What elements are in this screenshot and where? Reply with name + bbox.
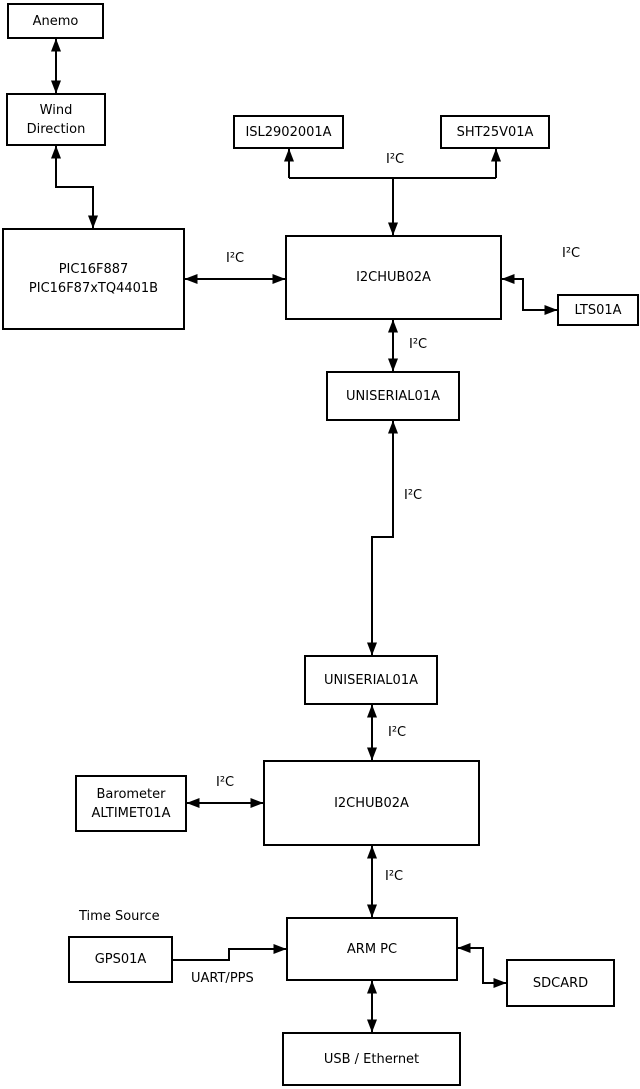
edge-uniserial1-uniserial2 <box>367 420 398 656</box>
node-arm-pc: ARM PC <box>286 917 458 981</box>
node-lts01a-label: LTS01A <box>574 302 622 318</box>
edge-label-i2c-pic-hub1: I²C <box>226 251 245 266</box>
node-uniserial01a-1-label: UNISERIAL01A <box>346 388 440 404</box>
node-anemo: Anemo <box>7 3 104 39</box>
node-lts01a: LTS01A <box>557 294 639 326</box>
edge-label-i2c-hub2-armpc: I²C <box>385 869 404 884</box>
node-pic16f887: PIC16F887 PIC16F87xTQ4401B <box>2 228 185 330</box>
edge-label-uart-pps: UART/PPS <box>191 971 254 986</box>
edge-hub1-lts <box>501 274 558 315</box>
node-wind-direction-line1: Wind <box>39 102 73 118</box>
edge-label-i2c-hub1-lts: I²C <box>562 246 581 261</box>
node-i2chub02a-2-label: I2CHUB02A <box>334 795 409 811</box>
node-i2chub02a-2: I2CHUB02A <box>263 760 480 846</box>
edge-armpc-sdcard <box>457 943 507 988</box>
node-gps01a-label: GPS01A <box>94 952 147 967</box>
node-uniserial01a-1: UNISERIAL01A <box>326 371 460 421</box>
node-uniserial01a-2: UNISERIAL01A <box>304 655 438 705</box>
node-wind-direction: Wind Direction <box>6 93 106 146</box>
edge-gps-armpc <box>173 944 287 961</box>
edge-label-i2c-sensors: I²C <box>386 152 405 167</box>
node-sdcard: SDCARD <box>506 959 615 1007</box>
edge-winddirection-pic <box>51 145 98 229</box>
annotation-time-source: Time Source <box>79 909 160 924</box>
node-uniserial01a-2-label: UNISERIAL01A <box>324 672 418 688</box>
node-usb-ethernet: USB / Ethernet <box>282 1032 461 1086</box>
node-sdcard-label: SDCARD <box>532 975 589 991</box>
edge-label-i2c-barometer-hub2: I²C <box>216 775 235 790</box>
node-arm-pc-label: ARM PC <box>346 941 398 957</box>
node-sht25v01a-label: SHT25V01A <box>456 124 534 140</box>
node-gps01a: GPS01A <box>68 936 173 983</box>
edge-label-i2c-hub1-uniserial1: I²C <box>409 337 428 352</box>
node-isl2902001a: ISL2902001A <box>233 115 344 149</box>
node-sht25v01a: SHT25V01A <box>440 115 550 149</box>
node-pic16f887-line2: PIC16F87xTQ4401B <box>28 281 159 296</box>
node-i2chub02a-1-label: I2CHUB02A <box>356 270 431 285</box>
edge-label-i2c-uniserial-link: I²C <box>404 488 423 503</box>
node-barometer-line2: ALTIMET01A <box>91 805 171 821</box>
node-barometer-line1: Barometer <box>96 786 166 802</box>
node-i2chub02a-1: I2CHUB02A <box>285 235 502 320</box>
node-pic16f887-line1: PIC16F887 <box>58 262 129 277</box>
edge-label-i2c-uniserial2-hub2: I²C <box>388 725 407 740</box>
node-usb-ethernet-label: USB / Ethernet <box>323 1051 420 1067</box>
node-wind-direction-line2: Direction <box>26 121 86 137</box>
node-anemo-label: Anemo <box>32 13 79 29</box>
node-isl2902001a-label: ISL2902001A <box>245 124 332 140</box>
node-barometer-altimet01a: Barometer ALTIMET01A <box>75 775 187 832</box>
